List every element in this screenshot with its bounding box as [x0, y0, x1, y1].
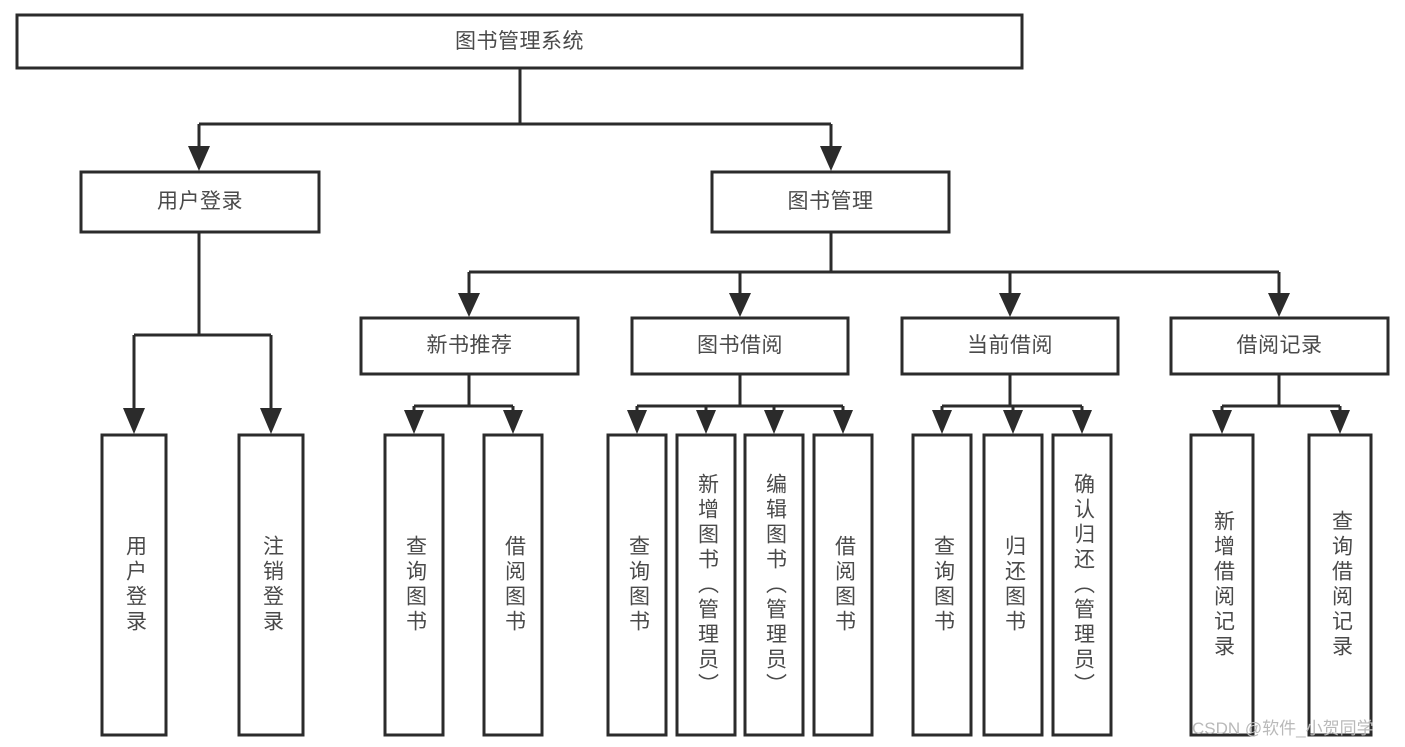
arrow-head-user-login [188, 146, 210, 171]
arrow-head-borrow-record [1268, 293, 1290, 317]
node-box-leaf-borrow-2[interactable] [743, 433, 805, 737]
node-box-leaf-current-2[interactable] [1051, 433, 1113, 737]
arrow-head-leaf-record-0 [1212, 410, 1232, 434]
arrow-head-leaf-borrow-0 [627, 410, 647, 434]
arrow-head-leaf-borrow-3 [833, 410, 853, 434]
arrow-head-book-borrow [729, 293, 751, 317]
node-box-leaf-current-1[interactable] [982, 433, 1044, 737]
node-box-new-book-recommend[interactable] [359, 316, 580, 376]
node-box-book-management[interactable] [710, 170, 951, 234]
arrow-head-leaf-recommend-0 [404, 410, 424, 434]
arrow-head-leaf-user-login-0 [123, 408, 145, 434]
arrow-head-leaf-borrow-1 [696, 410, 716, 434]
arrow-head-leaf-user-login-1 [260, 408, 282, 434]
node-box-leaf-user-login-0[interactable] [100, 433, 168, 737]
node-box-leaf-borrow-0[interactable] [606, 433, 668, 737]
node-box-borrow-record[interactable] [1169, 316, 1390, 376]
arrow-head-leaf-record-1 [1330, 410, 1350, 434]
arrow-head-leaf-current-2 [1072, 410, 1092, 434]
node-box-user-login[interactable] [79, 170, 321, 234]
node-box-book-borrow[interactable] [630, 316, 850, 376]
arrow-head-current-borrow [999, 293, 1021, 317]
arrow-head-leaf-borrow-2 [764, 410, 784, 434]
node-box-leaf-record-0[interactable] [1189, 433, 1255, 737]
node-box-root[interactable] [15, 13, 1024, 70]
node-box-leaf-borrow-1[interactable] [675, 433, 737, 737]
arrow-head-leaf-recommend-1 [503, 410, 523, 434]
node-box-leaf-record-1[interactable] [1307, 433, 1373, 737]
node-box-leaf-current-0[interactable] [911, 433, 973, 737]
arrow-head-book-management [820, 146, 842, 171]
node-box-leaf-user-login-1[interactable] [237, 433, 305, 737]
node-box-leaf-recommend-1[interactable] [482, 433, 544, 737]
node-box-leaf-borrow-3[interactable] [812, 433, 874, 737]
arrow-head-leaf-current-0 [932, 410, 952, 434]
arrow-head-leaf-current-1 [1003, 410, 1023, 434]
arrow-head-new-book-recommend [458, 293, 480, 317]
node-box-leaf-recommend-0[interactable] [383, 433, 445, 737]
node-box-current-borrow[interactable] [900, 316, 1120, 376]
